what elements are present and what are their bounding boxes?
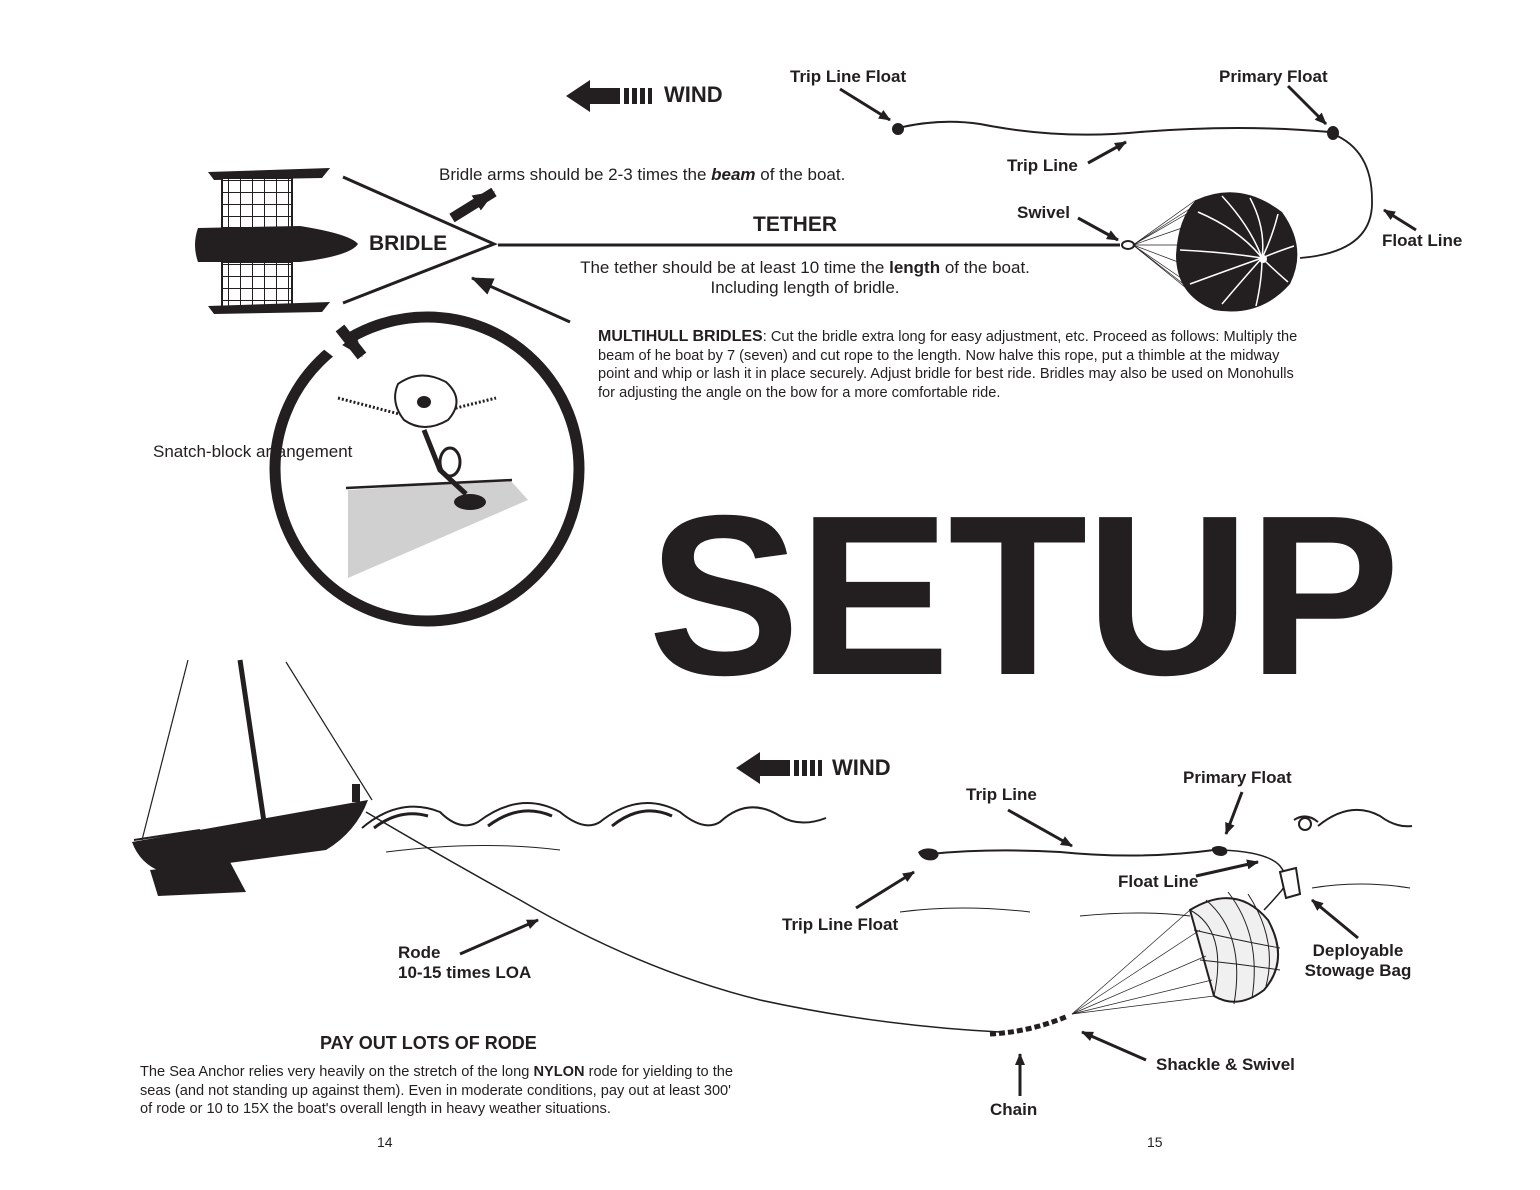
bridle-note: Bridle arms should be 2-3 times the beam… [439, 165, 846, 184]
rode-line [365, 811, 1001, 1033]
wave-icon [361, 802, 1413, 917]
tether-note: The tether should be at least 10 time th… [580, 258, 1030, 297]
float-line-label-top: Float Line [1382, 231, 1463, 250]
wind-label-bottom: WIND [832, 755, 891, 780]
page-number-right: 15 [1147, 1134, 1163, 1150]
float-icon [918, 846, 1228, 861]
snatch-block-label: Snatch-block arrangement [153, 442, 353, 461]
primary-float-label-top: Primary Float [1219, 67, 1328, 86]
shackle-swivel-label: Shackle & Swivel [1156, 1055, 1295, 1074]
trip-line-float-label-bottom: Trip Line Float [782, 915, 899, 934]
float-line-label-bottom: Float Line [1118, 872, 1199, 891]
parachute-anchor-icon [1071, 891, 1281, 1015]
bridle-lines [342, 175, 498, 305]
chain-icon [989, 1013, 1069, 1037]
wind-arrow-icon [566, 80, 652, 112]
wind-arrow-icon [736, 752, 822, 784]
parachute-anchor-icon [1132, 192, 1298, 312]
tether-label: TETHER [753, 213, 837, 236]
float-line [1299, 133, 1373, 259]
chain-label: Chain [990, 1100, 1038, 1119]
trip-line [897, 120, 1331, 136]
trip-line-label-top: Trip Line [1007, 156, 1078, 175]
wind-label-top: WIND [664, 82, 723, 107]
catamaran-icon [195, 168, 358, 314]
bridle-label: BRIDLE [369, 232, 448, 255]
float-icon [892, 123, 1339, 140]
page-title: SETUP [648, 469, 1400, 723]
payout-note: The Sea Anchor relies very heavily on th… [140, 1064, 733, 1117]
deployable-bag-label: Deployable Stowage Bag [1304, 941, 1412, 980]
swivel-label: Swivel [1017, 203, 1070, 222]
multihull-bridles-note: MULTIHULL BRIDLES: Cut the bridle extra … [598, 328, 1298, 401]
sailboat-icon [132, 659, 373, 896]
rode-label: Rode 10-15 times LOA [398, 943, 532, 982]
snatch-block-icon [269, 311, 585, 627]
trip-line [929, 849, 1215, 857]
trip-line-label-bottom: Trip Line [966, 785, 1037, 804]
payout-title: PAY OUT LOTS OF RODE [320, 1033, 537, 1053]
stowage-bag-icon [1278, 866, 1302, 900]
trip-line-float-label-top: Trip Line Float [790, 67, 907, 86]
swivel-icon [1121, 240, 1135, 250]
primary-float-label-bottom: Primary Float [1183, 768, 1292, 787]
page-number-left: 14 [377, 1134, 393, 1150]
